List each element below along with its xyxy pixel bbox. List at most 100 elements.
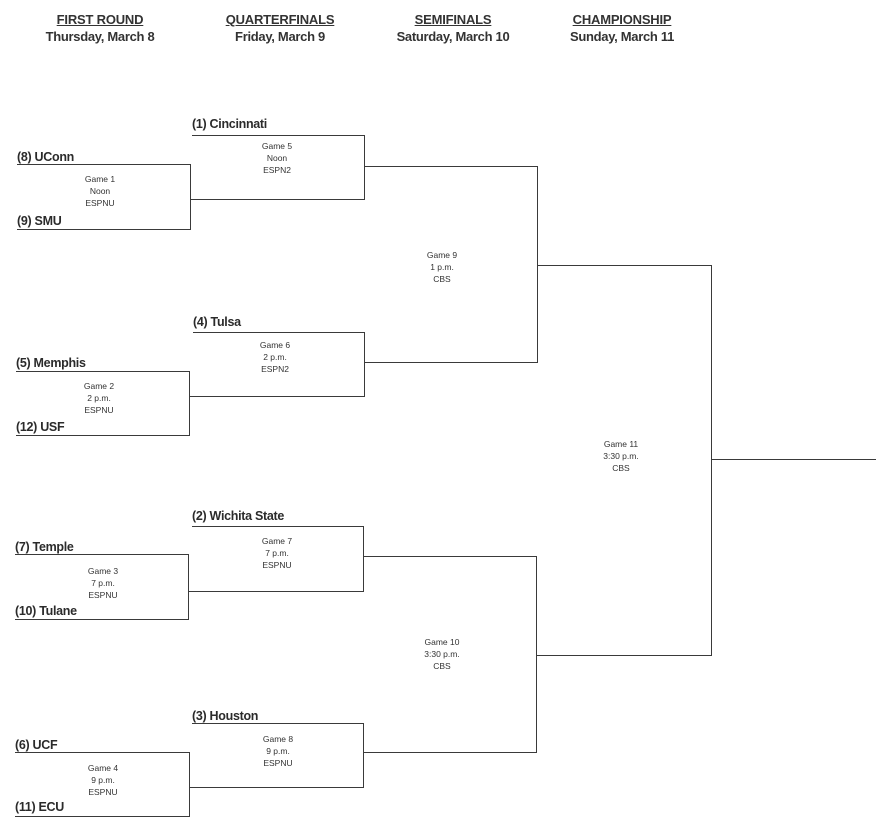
game-number: Game 7: [261, 536, 293, 546]
team-tulsa: (4) Tulsa: [193, 315, 241, 329]
team-ucf: (6) UCF: [15, 738, 58, 752]
game-number: Game 2: [83, 381, 115, 391]
round-header-championship: CHAMPIONSHIP Sunday, March 11: [537, 12, 707, 44]
bracket-line: [190, 396, 364, 397]
bracket-line: [189, 591, 363, 592]
game-6-info: Game 6 2 p.m. ESPN2: [215, 339, 335, 375]
game-network: ESPNU: [85, 198, 115, 208]
team-wichita-state: (2) Wichita State: [192, 509, 285, 523]
team-uconn: (8) UConn: [17, 150, 75, 164]
game-number: Game 3: [87, 566, 119, 576]
bracket-line: [189, 371, 190, 436]
game-11-info: Game 11 3:30 p.m. CBS: [561, 438, 681, 474]
bracket-line: [193, 332, 364, 333]
game-time: 1 p.m.: [430, 262, 454, 272]
game-9-info: Game 9 1 p.m. CBS: [382, 249, 502, 285]
bracket-line: [363, 752, 536, 753]
round-date: Thursday, March 8: [45, 29, 155, 44]
game-7-info: Game 7 7 p.m. ESPNU: [217, 535, 337, 571]
bracket-line: [17, 164, 191, 165]
bracket-line: [16, 435, 190, 436]
round-title: SEMIFINALS: [414, 12, 492, 27]
game-time: 7 p.m.: [91, 578, 115, 588]
round-title: QUARTERFINALS: [225, 12, 335, 27]
bracket-line: [192, 526, 363, 527]
bracket-line: [188, 554, 189, 620]
game-network: CBS: [433, 274, 451, 284]
bracket-line: [711, 265, 712, 656]
game-network: ESPN2: [261, 364, 289, 374]
game-time: 9 p.m.: [266, 746, 290, 756]
bracket-line: [363, 526, 364, 592]
bracket-line: [17, 229, 191, 230]
champion-line: [711, 459, 876, 460]
game-network: ESPNU: [262, 560, 292, 570]
game-time: Noon: [89, 186, 111, 196]
game-number: Game 1: [84, 174, 116, 184]
game-1-info: Game 1 Noon ESPNU: [40, 173, 160, 209]
team-cincinnati: (1) Cincinnati: [192, 117, 267, 131]
game-8-info: Game 8 9 p.m. ESPNU: [218, 733, 338, 769]
game-network: ESPN2: [263, 165, 291, 175]
bracket-line: [537, 265, 711, 266]
game-number: Game 5: [261, 141, 293, 151]
bracket-line: [190, 164, 191, 230]
bracket-line: [363, 556, 536, 557]
bracket-line: [191, 199, 364, 200]
game-time: Noon: [266, 153, 288, 163]
round-title: CHAMPIONSHIP: [572, 12, 672, 27]
game-time: 3:30 p.m.: [603, 451, 639, 461]
team-houston: (3) Houston: [192, 709, 259, 723]
game-4-info: Game 4 9 p.m. ESPNU: [43, 762, 163, 798]
team-memphis: (5) Memphis: [16, 356, 86, 370]
game-5-info: Game 5 Noon ESPN2: [217, 140, 337, 176]
bracket-line: [536, 655, 711, 656]
game-network: ESPNU: [263, 758, 293, 768]
round-date: Friday, March 9: [235, 29, 325, 44]
bracket-line: [15, 619, 189, 620]
round-header-quarterfinals: QUARTERFINALS Friday, March 9: [195, 12, 365, 44]
game-time: 2 p.m.: [263, 352, 287, 362]
game-number: Game 11: [603, 439, 639, 449]
game-time: 3:30 p.m.: [424, 649, 460, 659]
game-number: Game 4: [87, 763, 119, 773]
bracket-line: [364, 135, 365, 200]
bracket-line: [15, 816, 190, 817]
team-temple: (7) Temple: [15, 540, 74, 554]
bracket-line: [364, 362, 537, 363]
game-number: Game 9: [426, 250, 458, 260]
game-number: Game 10: [424, 637, 460, 647]
game-network: ESPNU: [88, 787, 118, 797]
bracket-line: [364, 332, 365, 397]
round-title: FIRST ROUND: [56, 12, 144, 27]
game-network: ESPNU: [88, 590, 118, 600]
round-header-first-round: FIRST ROUND Thursday, March 8: [15, 12, 185, 44]
round-date: Saturday, March 10: [396, 29, 510, 44]
round-date: Sunday, March 11: [569, 29, 675, 44]
team-usf: (12) USF: [16, 420, 65, 434]
bracket-line: [364, 166, 537, 167]
round-header-semifinals: SEMIFINALS Saturday, March 10: [368, 12, 538, 44]
team-tulane: (10) Tulane: [15, 604, 77, 618]
game-network: ESPNU: [84, 405, 114, 415]
game-network: CBS: [612, 463, 630, 473]
bracket-line: [15, 554, 189, 555]
team-ecu: (11) ECU: [15, 800, 65, 814]
bracket-line: [189, 752, 190, 817]
game-number: Game 6: [259, 340, 291, 350]
game-network: CBS: [433, 661, 451, 671]
bracket-line: [363, 723, 364, 788]
bracket-line: [15, 752, 190, 753]
bracket-line: [16, 371, 190, 372]
game-time: 7 p.m.: [265, 548, 289, 558]
game-time: 9 p.m.: [91, 775, 115, 785]
team-smu: (9) SMU: [17, 214, 62, 228]
game-time: 2 p.m.: [87, 393, 111, 403]
bracket-line: [190, 787, 363, 788]
game-2-info: Game 2 2 p.m. ESPNU: [39, 380, 159, 416]
game-number: Game 8: [262, 734, 294, 744]
bracket-line: [192, 135, 364, 136]
game-3-info: Game 3 7 p.m. ESPNU: [43, 565, 163, 601]
bracket-line: [537, 166, 538, 363]
